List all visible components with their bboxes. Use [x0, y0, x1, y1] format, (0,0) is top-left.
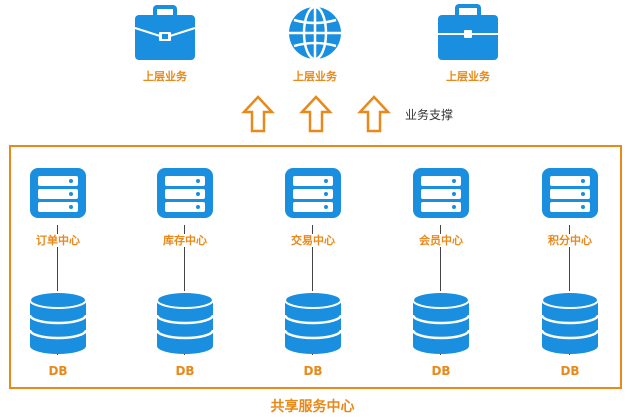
top-item-business-2: 上层业务	[260, 4, 370, 88]
service-column-member: 会员中心 DB	[396, 160, 486, 385]
db-label: DB	[48, 364, 68, 378]
service-label: 交易中心	[290, 234, 336, 247]
server-icon	[411, 166, 471, 220]
service-label: 积分中心	[547, 234, 593, 247]
service-label: 会员中心	[418, 234, 464, 247]
shared-service-frame	[9, 145, 622, 389]
globe-icon	[280, 4, 350, 62]
server-icon	[283, 166, 343, 220]
briefcase-icon	[130, 4, 200, 62]
shared-service-title: 共享服务中心	[270, 399, 355, 415]
server-icon	[28, 166, 88, 220]
db-label: DB	[560, 364, 580, 378]
db-label: DB	[431, 364, 451, 378]
connector-line	[312, 225, 313, 355]
database-icon	[540, 290, 600, 356]
up-arrow-icon	[299, 95, 333, 133]
service-column-inventory: 库存中心 DB	[140, 160, 230, 385]
top-item-label: 上层业务	[143, 70, 187, 83]
connector-line	[184, 225, 185, 355]
service-column-trade: 交易中心 DB	[268, 160, 358, 385]
database-icon	[28, 290, 88, 356]
service-column-points: 积分中心 DB	[525, 160, 615, 385]
server-icon	[540, 166, 600, 220]
service-label: 库存中心	[162, 234, 208, 247]
connector-line	[57, 225, 58, 355]
top-item-label: 上层业务	[293, 70, 337, 83]
top-item-business-3: 上层业务	[413, 4, 523, 88]
service-label: 订单中心	[35, 234, 81, 247]
connector-line	[569, 225, 570, 355]
suitcase-icon	[433, 4, 503, 62]
up-arrow-icon	[241, 95, 275, 133]
connector-line	[440, 225, 441, 355]
database-icon	[283, 290, 343, 356]
top-item-label: 上层业务	[446, 70, 490, 83]
support-label: 业务支撑	[405, 108, 454, 122]
db-label: DB	[303, 364, 323, 378]
service-column-order: 订单中心 DB	[13, 160, 103, 385]
server-icon	[155, 166, 215, 220]
database-icon	[155, 290, 215, 356]
database-icon	[411, 290, 471, 356]
top-item-business-1: 上层业务	[110, 4, 220, 88]
up-arrow-icon	[357, 95, 391, 133]
db-label: DB	[175, 364, 195, 378]
